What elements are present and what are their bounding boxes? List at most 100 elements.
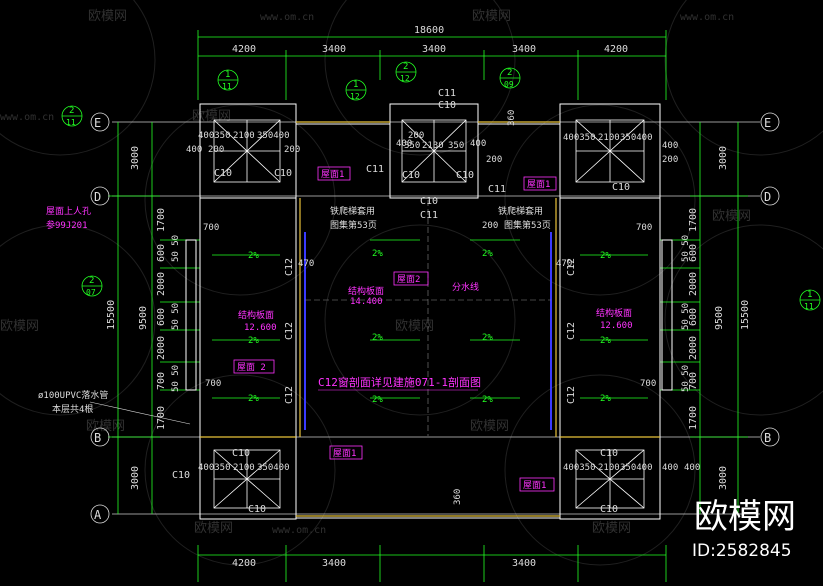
detail-mark-bottom: 11 [66,118,76,127]
dim-small: 200 [662,155,678,165]
watermark-layer: 欧模网 www.om.cn 欧模网 www.om.cn www.om.cn 欧模… [0,0,823,566]
dim-bottom-span: 3400 [322,558,346,569]
dim-small: 350 [448,141,464,151]
dim-small: 700 [205,379,221,389]
axis-label: D [764,190,771,204]
column-tag: C10 [600,448,618,459]
column-tag: C10 [612,182,630,193]
roof-tag-label: 屋面2 [397,274,420,285]
dim-small: 2100 [233,463,255,473]
column-tag: C12 [566,322,577,340]
dim-right-vert: 1700 [688,406,699,430]
dim-combo: 400350 [563,133,596,143]
dim-bottom-span: 4200 [232,558,256,569]
dim-combo: 350400 [620,133,653,143]
dim-small: 200 [208,145,224,155]
column-tag: C10 [438,100,456,111]
dim-small: 470 [298,259,314,269]
axis-bubble-left: E D B A [90,112,110,524]
detail-mark[interactable]: 2 11 [61,105,83,127]
roof-tag[interactable]: 屋面1 [329,445,363,460]
watermark-site: www.om.cn [260,12,314,23]
roof-tag[interactable]: 屋面 2 [233,359,275,374]
dim-span: 4200 [232,44,256,55]
dim-right-vert: 700 [688,372,699,390]
dim-small: 200 [486,155,502,165]
roof-tag-label: 屋面1 [333,448,356,459]
dim-small: 360 [453,489,463,505]
detail-mark[interactable]: 2 07 [81,275,103,297]
watermark-brand: 欧模网 [88,9,127,24]
detail-mark-bottom: 11 [804,302,814,311]
detail-mark[interactable]: 1 11 [217,69,239,91]
roof-tag-label: 屋面1 [321,169,344,180]
roof-tag-label: 屋面1 [527,179,550,190]
roof-tag[interactable]: 屋面2 [393,271,429,286]
iron-ladder-label: 铁爬梯套用 [330,205,375,217]
dim-combo: 350400 [257,463,290,473]
roof-tag-label: 屋面1 [523,480,546,491]
dimension-text-group: 18600 4200 3400 3400 3400 4200 4200 3400… [106,25,751,569]
dim-left-inner: 9500 [138,306,149,330]
slope-arrows [212,239,648,399]
detail-mark-top: 1 [807,290,812,300]
skylight-boxes [213,119,645,509]
dim-right-vert: 3000 [718,466,729,490]
detail-mark-top: 2 [89,276,94,286]
slope-label: 2% [372,249,383,259]
dim-right-vert: 600 [688,308,699,326]
dim-small: 700 [636,223,652,233]
roof-tag[interactable]: 屋面1 [519,477,555,492]
parapet-lines [200,121,660,517]
axis-label: E [764,116,771,130]
column-tags: C10 C10 C11 C10 C11 C10 C10 C10 C11 C11 … [172,88,630,515]
slope-label: 2% [372,333,383,343]
column-tag: C10 [232,448,250,459]
dim-combo: 400350 [563,463,596,473]
dim-fifty: 50 50 [681,303,691,330]
brand-watermark: 欧模网 ID:2582845 [692,497,796,561]
detail-mark[interactable]: 1 11 [799,289,821,311]
dim-fifty: 50 50 [681,365,691,392]
dim-small: 700 [640,379,656,389]
detail-mark[interactable]: 2 09 [499,67,521,89]
dim-small: 400 [662,463,678,473]
dim-total-width: 18600 [414,25,444,36]
dim-fifty: 50 50 [171,235,181,262]
watermark-site: www.om.cn [272,525,326,536]
detail-mark[interactable]: 1 12 [345,79,367,101]
dim-left-vert: 600 [156,244,167,262]
iron-ladder-code: 200 [482,221,498,231]
slope-label: 2% [482,249,493,259]
drain-pipe-label: ø100UPVC落水管 [38,389,108,401]
slope-label: 2% [600,394,611,404]
axis-grid [112,121,760,515]
structure-slab-label: 结构板面 [596,307,632,319]
dim-right-total: 15500 [740,300,751,330]
dim-fifty: 50 50 [681,235,691,262]
dim-small: 2100 [598,133,620,143]
slab-elevation: 14.400 [350,297,383,307]
dim-span: 4200 [604,44,628,55]
roof-tag[interactable]: 屋面1 [317,166,351,181]
axis-label: B [764,431,771,445]
detail-mark-top: 2 [507,68,512,78]
dim-combo: 350400 [620,463,653,473]
column-tag: C10 [274,168,292,179]
dim-small: 2100 [233,131,255,141]
brand-id: ID:2582845 [692,541,792,561]
dim-fifty: 50 50 [171,365,181,392]
dim-small: 350 [404,141,420,151]
roof-tag[interactable]: 屋面1 [523,176,557,191]
dim-small: 400 [396,139,412,149]
slab-elevation: 12.600 [244,323,277,333]
structure-slab-label: 结构板面 [238,309,274,321]
watermark-site: www.om.cn [0,112,54,123]
dim-small: 360 [507,110,517,126]
detail-mark[interactable]: 2 12 [395,61,417,83]
column-tag: C10 [420,196,438,207]
detail-mark-bottom: 12 [400,74,410,83]
column-tag: C10 [456,170,474,181]
